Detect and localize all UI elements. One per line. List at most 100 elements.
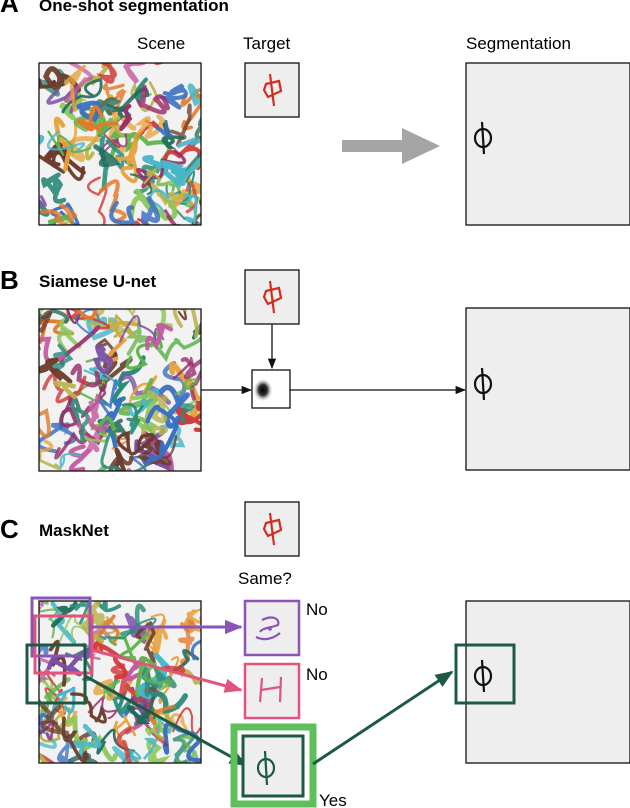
scene-stroke xyxy=(176,137,201,148)
scene-stroke xyxy=(126,467,132,471)
scene-stroke xyxy=(177,309,187,321)
panel-letter-c: C xyxy=(0,514,19,544)
scene-stroke xyxy=(195,93,201,100)
scene-stroke xyxy=(130,173,156,196)
scene-stroke xyxy=(72,407,90,444)
scene-stroke xyxy=(70,363,100,388)
scene-stroke xyxy=(154,119,173,137)
scene-stroke xyxy=(47,130,92,156)
scene-stroke xyxy=(172,356,195,380)
scene-stroke xyxy=(64,63,94,103)
scene-stroke xyxy=(85,129,101,161)
answer-no-2: No xyxy=(306,665,328,684)
scene-stroke xyxy=(124,375,158,413)
scene-label: Scene xyxy=(137,34,185,53)
target-box xyxy=(244,501,300,557)
scene-stroke xyxy=(143,168,162,185)
panel-title-a: One-shot segmentation xyxy=(39,0,229,15)
scene-stroke xyxy=(148,691,189,714)
target-label: Target xyxy=(243,34,291,53)
scene-stroke xyxy=(135,621,156,664)
candidate-purple xyxy=(243,599,301,657)
answer-yes: Yes xyxy=(319,791,347,808)
scene-stroke xyxy=(196,221,201,225)
scene-stroke xyxy=(116,430,155,456)
scene-stroke xyxy=(184,216,201,225)
scene-stroke xyxy=(63,216,75,225)
scene-stroke xyxy=(39,309,44,316)
scene-stroke xyxy=(95,63,117,84)
scene-stroke xyxy=(83,367,119,386)
scene-stroke xyxy=(120,603,146,637)
scene-stroke xyxy=(114,139,139,184)
target-box xyxy=(244,269,300,325)
scene-stroke xyxy=(39,134,45,145)
scene-stroke xyxy=(109,200,136,225)
scene-stroke xyxy=(146,740,171,763)
answer-no-1: No xyxy=(306,600,328,619)
scene-stroke xyxy=(93,144,121,168)
scene-stroke xyxy=(39,76,57,89)
scene-stroke xyxy=(82,601,105,644)
scene-stroke xyxy=(39,310,52,334)
scene-stroke xyxy=(158,384,190,429)
scene-stroke xyxy=(39,713,51,734)
scene-stroke xyxy=(39,657,52,685)
scene-stroke xyxy=(148,618,169,656)
scene-stroke xyxy=(39,422,77,454)
scene-stroke xyxy=(187,83,201,107)
scene-stroke xyxy=(172,309,200,339)
scene-stroke xyxy=(77,309,98,320)
scene-stroke xyxy=(68,723,102,758)
scene-stroke xyxy=(98,617,157,641)
scene-stroke xyxy=(39,357,73,384)
scene-stroke xyxy=(162,722,201,763)
same-label: Same? xyxy=(238,569,292,588)
scene-stroke xyxy=(163,664,186,674)
scene-stroke xyxy=(161,122,185,150)
scene-stroke xyxy=(143,716,172,760)
scene-stroke xyxy=(145,323,174,351)
candidate-pink xyxy=(243,662,301,720)
arrow-icon xyxy=(312,670,454,766)
arrow-icon xyxy=(342,128,440,164)
scene-stroke xyxy=(99,379,118,416)
scene-stroke xyxy=(141,196,161,225)
scene-stroke xyxy=(76,100,102,123)
scene-stroke xyxy=(102,80,127,116)
target-box xyxy=(244,62,300,118)
arrow-icon xyxy=(84,674,248,767)
scene-stroke xyxy=(57,715,118,762)
scene-stroke xyxy=(59,325,101,366)
scene-stroke xyxy=(119,104,133,131)
scene-stroke xyxy=(170,103,192,147)
segmentation-label: Segmentation xyxy=(466,34,571,53)
scene-stroke xyxy=(76,105,119,134)
blob-icon xyxy=(253,378,273,402)
scene-stroke xyxy=(41,172,67,204)
scene-stroke xyxy=(93,678,117,701)
scene-stroke xyxy=(63,64,86,113)
scene-image xyxy=(38,308,202,472)
panel-letter-a: A xyxy=(0,0,19,18)
scene-stroke xyxy=(39,601,58,639)
scene-stroke xyxy=(145,721,163,739)
scene-stroke xyxy=(61,77,103,114)
scene-stroke xyxy=(87,695,120,720)
scene-stroke xyxy=(39,201,50,217)
scene-stroke xyxy=(47,214,71,225)
scene-stroke xyxy=(39,601,44,611)
scene-stroke xyxy=(174,378,198,396)
scene-stroke xyxy=(39,408,51,439)
scene-stroke xyxy=(119,315,165,343)
scene-stroke xyxy=(66,309,81,325)
scene-stroke xyxy=(39,698,70,739)
scene-stroke xyxy=(42,373,87,404)
scene-stroke xyxy=(70,136,101,162)
scene-stroke xyxy=(154,450,175,471)
scene-stroke xyxy=(39,439,54,453)
scene-stroke xyxy=(56,327,82,355)
scene-stroke xyxy=(86,176,108,225)
scene-stroke xyxy=(163,208,181,225)
